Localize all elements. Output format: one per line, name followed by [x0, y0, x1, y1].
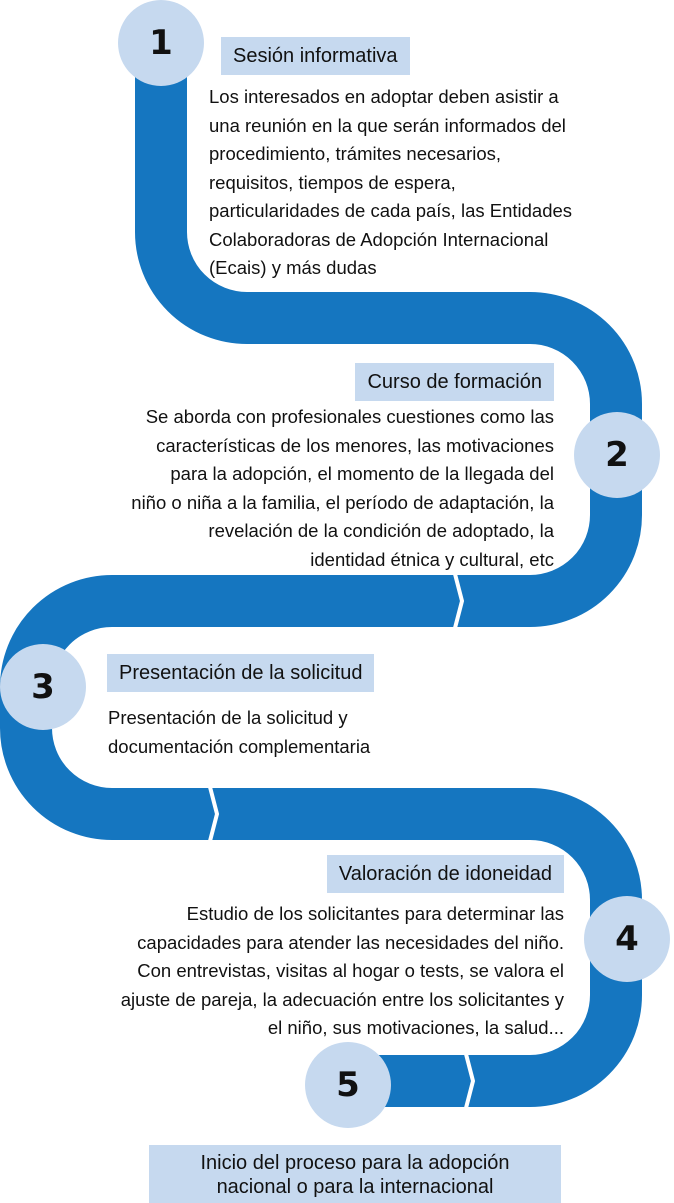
step-2-line: identidad étnica y cultural, etc: [310, 548, 554, 570]
step-4-title: Valoración de idoneidad: [326, 855, 564, 893]
step-1-description: Los interesados en adoptar deben asistir…: [209, 83, 572, 283]
final-step-box: Inicio del proceso para la adopción naci…: [149, 1145, 561, 1203]
final-step-line: nacional o para la internacional: [216, 1176, 494, 1198]
step-2-line: niño o niña a la familia, el período de …: [131, 491, 554, 513]
step-4-line: Con entrevistas, visitas al hogar o test…: [137, 960, 564, 981]
step-5-number-badge: 5: [305, 1042, 391, 1128]
step-1-line: Colaboradoras de Adopción Internacional: [209, 228, 549, 250]
step-4-line: capacidades para atender las necesidades…: [137, 931, 564, 953]
step-3-description: Presentación de la solicitud y documenta…: [108, 704, 370, 761]
step-3-line: Presentación de la solicitud y: [108, 707, 348, 728]
step-1-line: Los interesados en adoptar deben asistir…: [209, 86, 559, 107]
step-4-line: ajuste de pareja, la adecuación entre lo…: [120, 988, 564, 1010]
step-4-line: el niño, sus motivaciones, la salud...: [267, 1017, 564, 1038]
step-1-line: particularidades de cada país, las Entid…: [209, 200, 573, 221]
step-2-line: Se aborda con profesionales cuestiones c…: [145, 406, 554, 427]
step-2-line: para la adopción, el momento de la llega…: [170, 463, 554, 484]
step-4-line: Estudio de los solicitantes para determi…: [186, 903, 564, 924]
step-4-description: Estudio de los solicitantes para determi…: [121, 900, 564, 1043]
step-2-line: características de los menores, las moti…: [156, 434, 554, 456]
step-1-line: procedimiento, trámites necesarios,: [209, 143, 502, 164]
step-3-title: Presentación de la solicitud: [107, 654, 375, 692]
step-4-number-badge: 4: [584, 896, 670, 982]
step-1-line: una reunión en la que serán informados d…: [209, 114, 566, 136]
road-chevrons: [208, 573, 476, 1109]
step-1-number-badge: 1: [118, 0, 204, 86]
step-1-title: Sesión informativa: [221, 37, 410, 75]
step-3-line: documentación complementaria: [108, 735, 371, 757]
step-2-title: Curso de formación: [355, 363, 554, 401]
road-band: [0, 40, 642, 1107]
step-2-line: revelación de la condición de adoptado, …: [208, 520, 554, 541]
step-2-description: Se aborda con profesionales cuestiones c…: [131, 403, 554, 574]
final-step-line: Inicio del proceso para la adopción: [200, 1152, 510, 1174]
step-2-number-badge: 2: [574, 412, 660, 498]
step-1-line: requisitos, tiempos de espera,: [209, 171, 456, 193]
step-3-number-badge: 3: [0, 644, 86, 730]
step-1-line: (Ecais) y más dudas: [209, 257, 377, 278]
